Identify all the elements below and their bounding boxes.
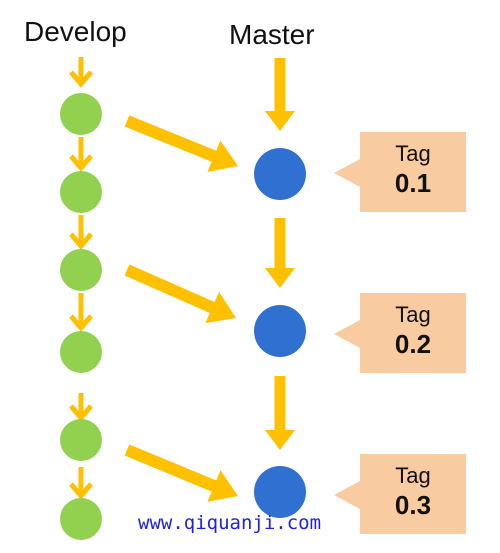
master-commit-node	[254, 466, 306, 518]
merge-arrow	[124, 115, 238, 172]
tag-pointer	[334, 159, 360, 187]
tag-box-0.3: Tag 0.3	[360, 454, 466, 534]
develop-arrow-head	[69, 482, 93, 500]
tag-pointer	[334, 320, 360, 348]
master-arrow	[265, 58, 295, 131]
tag-version: 0.3	[394, 490, 432, 520]
develop-commit-node	[60, 331, 102, 373]
tag-label: Tag	[395, 141, 431, 166]
master-commit-node	[254, 148, 306, 200]
develop-column-title: Develop	[24, 16, 127, 47]
develop-arrow-head	[69, 232, 93, 250]
develop-commit-node	[60, 498, 102, 540]
develop-arrow-head	[69, 314, 93, 332]
develop-arrow-head	[69, 70, 93, 88]
merge-arrow	[124, 264, 236, 324]
develop-commit-node	[60, 419, 102, 461]
develop-commit-node	[60, 93, 102, 135]
develop-commit-node	[60, 249, 102, 291]
merge-arrow	[124, 444, 238, 502]
tag-box-0.2: Tag 0.2	[360, 293, 466, 373]
master-commit-node	[254, 305, 306, 357]
develop-commit-node	[60, 171, 102, 213]
develop-arrow-head	[69, 404, 93, 422]
tag-box-0.1: Tag 0.1	[360, 132, 466, 212]
develop-arrow-head	[69, 154, 93, 172]
tag-label: Tag	[395, 302, 431, 327]
master-column-title: Master	[229, 19, 315, 50]
master-arrow	[265, 218, 295, 288]
tag-pointer	[334, 481, 360, 509]
master-arrow	[265, 376, 295, 450]
tag-version: 0.1	[394, 168, 432, 198]
tag-label: Tag	[395, 463, 431, 488]
watermark-url: www.qiquanji.com	[138, 512, 322, 534]
tag-version: 0.2	[394, 329, 432, 359]
